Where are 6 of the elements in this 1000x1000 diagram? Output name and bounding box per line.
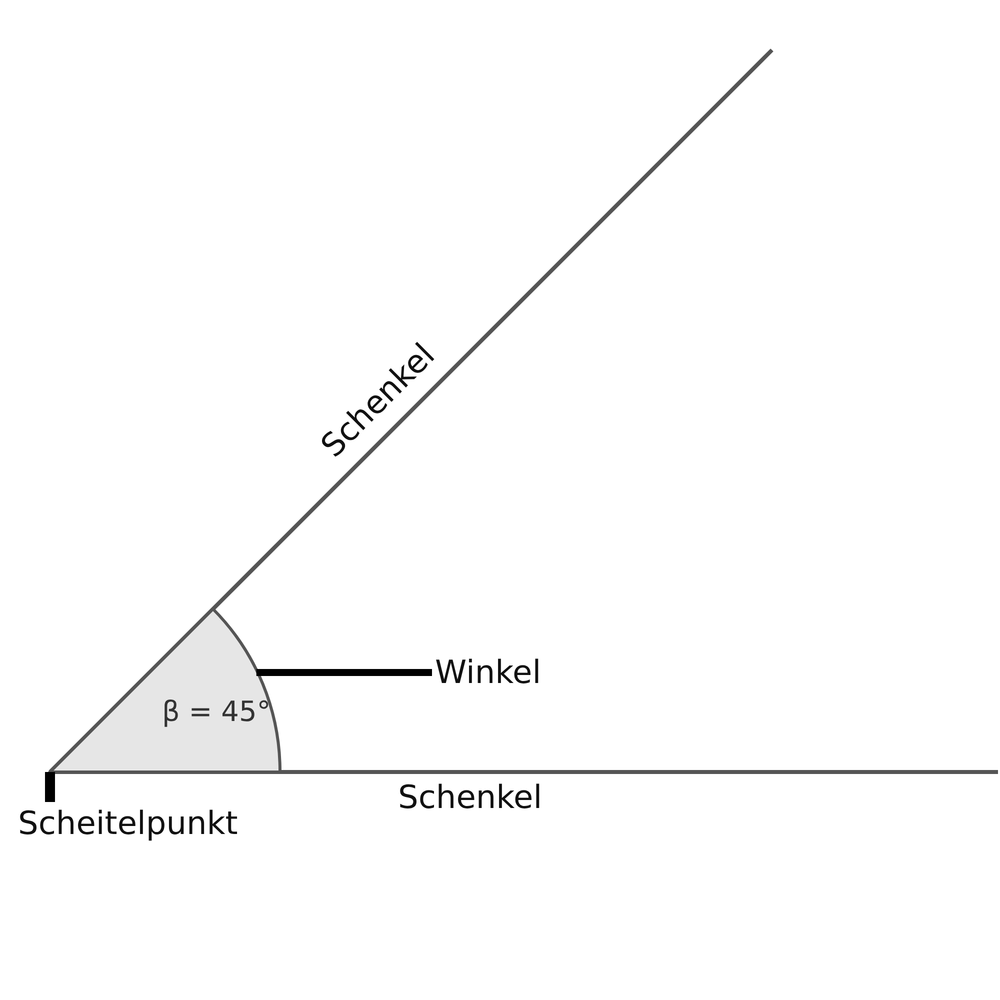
leader-line: [45, 772, 55, 802]
angle-value-label: β = 45°: [162, 697, 271, 728]
callout-label: Scheitelpunkt: [18, 806, 238, 842]
side-label: Schenkel: [398, 780, 542, 816]
callout-label: Winkel: [435, 655, 542, 690]
leader-line: [256, 669, 432, 676]
